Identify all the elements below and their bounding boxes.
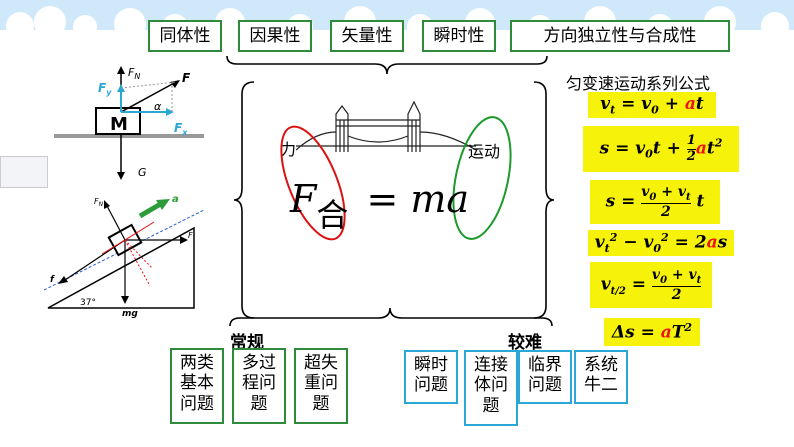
motion-label: 运动 bbox=[468, 142, 501, 161]
net-subscript: 合 bbox=[316, 196, 349, 234]
top-brace bbox=[226, 55, 548, 75]
item-line: 体问 bbox=[474, 375, 508, 396]
property-label: 矢量性 bbox=[341, 25, 393, 46]
item-line: 临界 bbox=[528, 355, 562, 375]
item-line: 程问 bbox=[242, 373, 276, 394]
force-symbol: F bbox=[290, 177, 317, 221]
item-line: 问题 bbox=[180, 393, 214, 414]
item-line: 牛二 bbox=[584, 375, 618, 396]
property-label: 方向独立性与合成性 bbox=[543, 25, 697, 46]
svg-text:f: f bbox=[50, 275, 55, 285]
force-label: 力 bbox=[280, 140, 297, 159]
item-line: 题 bbox=[482, 395, 500, 416]
item-line: 问题 bbox=[414, 375, 448, 396]
normal-item-1: 两类基本问题 bbox=[170, 348, 224, 424]
svg-text:FN: FN bbox=[94, 197, 104, 208]
svg-text:Fy: Fy bbox=[98, 81, 112, 97]
item-line: 重问 bbox=[304, 373, 338, 394]
property-label: 因果性 bbox=[249, 25, 301, 46]
formula-title: 匀变速运动系列公式 bbox=[566, 74, 711, 93]
item-line: 连接 bbox=[474, 355, 508, 375]
item-line: 两类 bbox=[180, 353, 214, 373]
property-label: 瞬时性 bbox=[433, 25, 485, 46]
force-diagram-incline: 37° mg FN F f a bbox=[44, 194, 205, 319]
force-ellipse bbox=[280, 125, 346, 241]
svg-text:mg: mg bbox=[122, 309, 138, 319]
item-line: 问题 bbox=[528, 375, 562, 396]
motion-ellipse bbox=[452, 116, 512, 240]
property-label: 同体性 bbox=[159, 25, 211, 46]
bridge-illustration bbox=[296, 100, 476, 152]
block-label: M bbox=[110, 114, 128, 135]
hard-item-2: 连接体问题 bbox=[464, 350, 518, 426]
formula-velocity-squared: vt2 − v02 = 2as bbox=[588, 230, 734, 256]
property-box-1: 同体性 bbox=[148, 20, 222, 52]
thumbnail-image bbox=[0, 156, 48, 188]
item-line: 题 bbox=[312, 393, 330, 414]
hard-item-1: 瞬时问题 bbox=[404, 350, 458, 404]
property-box-4: 瞬时性 bbox=[422, 20, 496, 52]
left-bracket bbox=[234, 81, 255, 319]
angle-label: α bbox=[154, 100, 162, 113]
right-bracket bbox=[533, 81, 554, 319]
accel-label: a bbox=[172, 194, 179, 205]
equation-rhs: = ma bbox=[366, 177, 470, 221]
newton-second-law: F合 = ma bbox=[290, 176, 470, 234]
svg-text:FN: FN bbox=[128, 66, 140, 81]
formula-vt: vt = v0 + at bbox=[588, 92, 716, 118]
svg-text:G: G bbox=[138, 166, 147, 179]
property-box-2: 因果性 bbox=[238, 20, 312, 52]
hard-item-3: 临界问题 bbox=[518, 350, 572, 404]
normal-item-2: 多过程问题 bbox=[232, 348, 286, 424]
hard-item-4: 系统牛二 bbox=[574, 350, 628, 404]
item-line: 基本 bbox=[180, 373, 214, 394]
force-diagram-horizontal: M FN F Fy Fx α G bbox=[54, 66, 204, 180]
svg-text:F: F bbox=[182, 71, 191, 85]
item-line: 超失 bbox=[304, 353, 338, 373]
hard-label: 较难 bbox=[508, 333, 542, 353]
bottom-brace bbox=[229, 307, 553, 327]
property-box-3: 矢量性 bbox=[330, 20, 404, 52]
item-line: 多过 bbox=[242, 353, 276, 373]
item-line: 瞬时 bbox=[414, 355, 448, 375]
svg-text:Fx: Fx bbox=[174, 121, 188, 137]
item-line: 系统 bbox=[584, 355, 618, 375]
formula-delta-s: Δs = aT2 bbox=[604, 318, 700, 346]
property-box-5: 方向独立性与合成性 bbox=[510, 20, 730, 52]
item-line: 题 bbox=[250, 393, 268, 414]
svg-text:F: F bbox=[188, 231, 193, 240]
normal-item-3: 超失重问题 bbox=[294, 348, 348, 424]
incline-angle: 37° bbox=[80, 298, 96, 308]
